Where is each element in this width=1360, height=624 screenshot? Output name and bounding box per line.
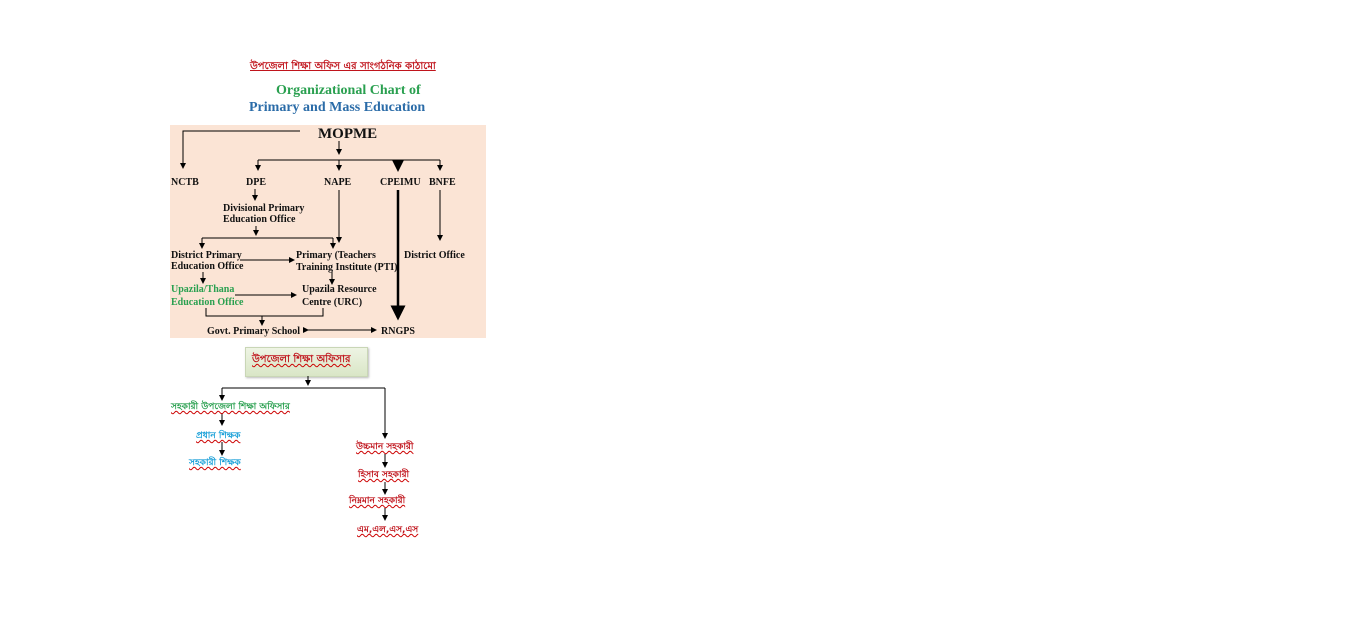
node-bnfe: BNFE xyxy=(429,177,456,188)
node-rngps: RNGPS xyxy=(381,326,415,337)
node-mlss: এম,এল,এস,এস xyxy=(357,525,419,535)
node-upazila-office-2: Education Office xyxy=(171,297,244,308)
node-cpeimu: CPEIMU xyxy=(380,177,421,188)
upazila-officer-box xyxy=(245,347,368,377)
node-accounts-asst: হিসাব সহকারী xyxy=(358,470,410,480)
node-lower-division-asst: নিম্নমান সহকারী xyxy=(349,496,406,506)
node-nctb: NCTB xyxy=(171,177,199,188)
node-mopme: MOPME xyxy=(318,126,378,142)
node-nape: NAPE xyxy=(324,177,352,188)
node-pti-2: Training Institute (PTI) xyxy=(296,262,398,273)
node-bnfe-district-office: District Office xyxy=(404,250,465,261)
node-pti-1: Primary (Teachers xyxy=(296,250,376,261)
node-upazila-office-1: Upazila/Thana xyxy=(171,284,235,295)
node-upper-division-asst: উচ্চমান সহকারী xyxy=(356,442,414,452)
node-dpe: DPE xyxy=(246,177,266,188)
node-head-teacher: প্রধান শিক্ষক xyxy=(196,431,241,441)
node-asst-teacher: সহকারী শিক্ষক xyxy=(189,458,241,468)
connector xyxy=(205,308,324,317)
node-govt-primary-school: Govt. Primary School xyxy=(207,326,301,337)
node-asst-upazila-officer: সহকারী উপজেলা শিক্ষা অফিসার xyxy=(171,402,290,412)
chart-title-line1: Organizational Chart of xyxy=(276,83,421,98)
chart-title-line2: Primary and Mass Education xyxy=(249,100,426,115)
node-upazila-officer: উপজেলা শিক্ষা অফিসার xyxy=(252,354,351,365)
connector xyxy=(180,130,300,169)
node-urc-1: Upazila Resource xyxy=(302,284,377,295)
node-district-office-2: Education Office xyxy=(171,261,244,272)
bengali-title: উপজেলা শিক্ষা অফিস এর সাংগঠনিক কাঠামো xyxy=(250,61,436,72)
node-urc-2: Centre (URC) xyxy=(302,297,363,308)
node-divisional-office-1: Divisional Primary xyxy=(223,203,305,214)
node-district-office-1: District Primary xyxy=(171,250,242,261)
node-divisional-office-2: Education Office xyxy=(223,214,296,225)
